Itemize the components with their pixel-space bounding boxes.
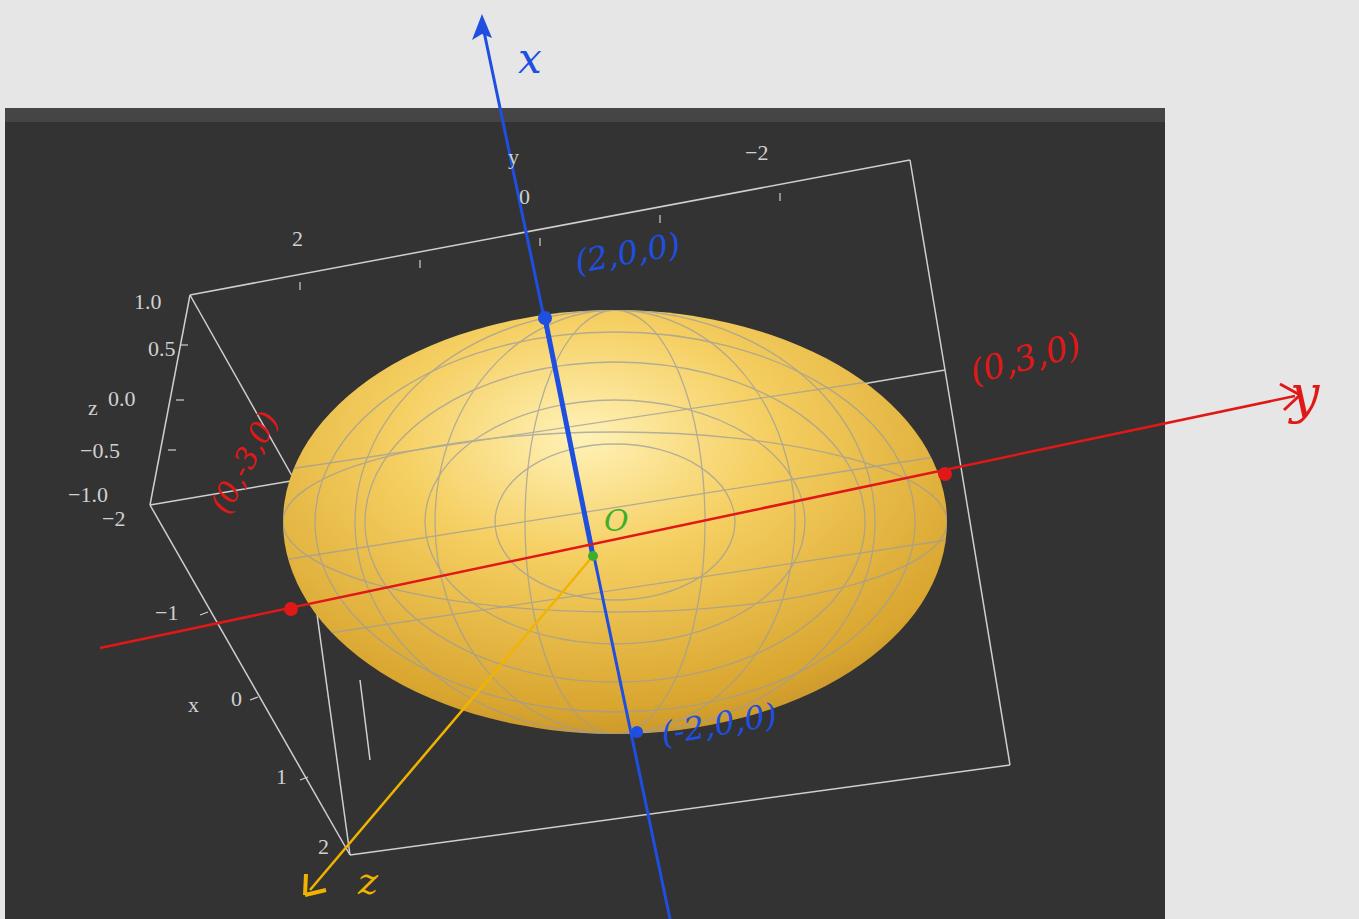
tick-label: −2 — [745, 142, 768, 164]
coordinate-axes — [100, 14, 1300, 919]
point-label: (0,3,0) — [966, 327, 1084, 389]
plot-bar — [5, 108, 1165, 122]
origin-label: O — [604, 506, 629, 536]
ellipsoid-mesh — [283, 310, 947, 734]
tick-label: 0 — [231, 688, 242, 710]
tick-label: 2 — [318, 836, 329, 858]
ellipsoid — [283, 310, 947, 734]
axis-name: x — [188, 694, 199, 716]
tick-label: 1 — [276, 766, 287, 788]
tick-label: 0.0 — [108, 388, 136, 410]
tick-label: −2 — [102, 508, 125, 530]
axis-name: z — [358, 862, 378, 900]
bounding-box — [150, 160, 1010, 855]
tick-label: −1 — [155, 602, 178, 624]
point-label: (2,0,0) — [572, 228, 682, 278]
axis-name: x — [518, 38, 542, 80]
point-label: (-2,0,0) — [658, 698, 779, 750]
plot-panel — [5, 108, 1165, 919]
point-label: (0,-3,0) — [206, 407, 284, 518]
tick-label: −1.0 — [68, 484, 108, 506]
axis-name: z — [88, 397, 98, 419]
axis-name: y — [508, 146, 519, 168]
tick-label: 2 — [292, 228, 303, 250]
tick-label: 0 — [519, 186, 530, 208]
tick-label: −0.5 — [80, 440, 120, 462]
tick-label: 0.5 — [148, 338, 176, 360]
axis-name: y — [1290, 368, 1319, 420]
tick-label: 1.0 — [134, 291, 162, 313]
